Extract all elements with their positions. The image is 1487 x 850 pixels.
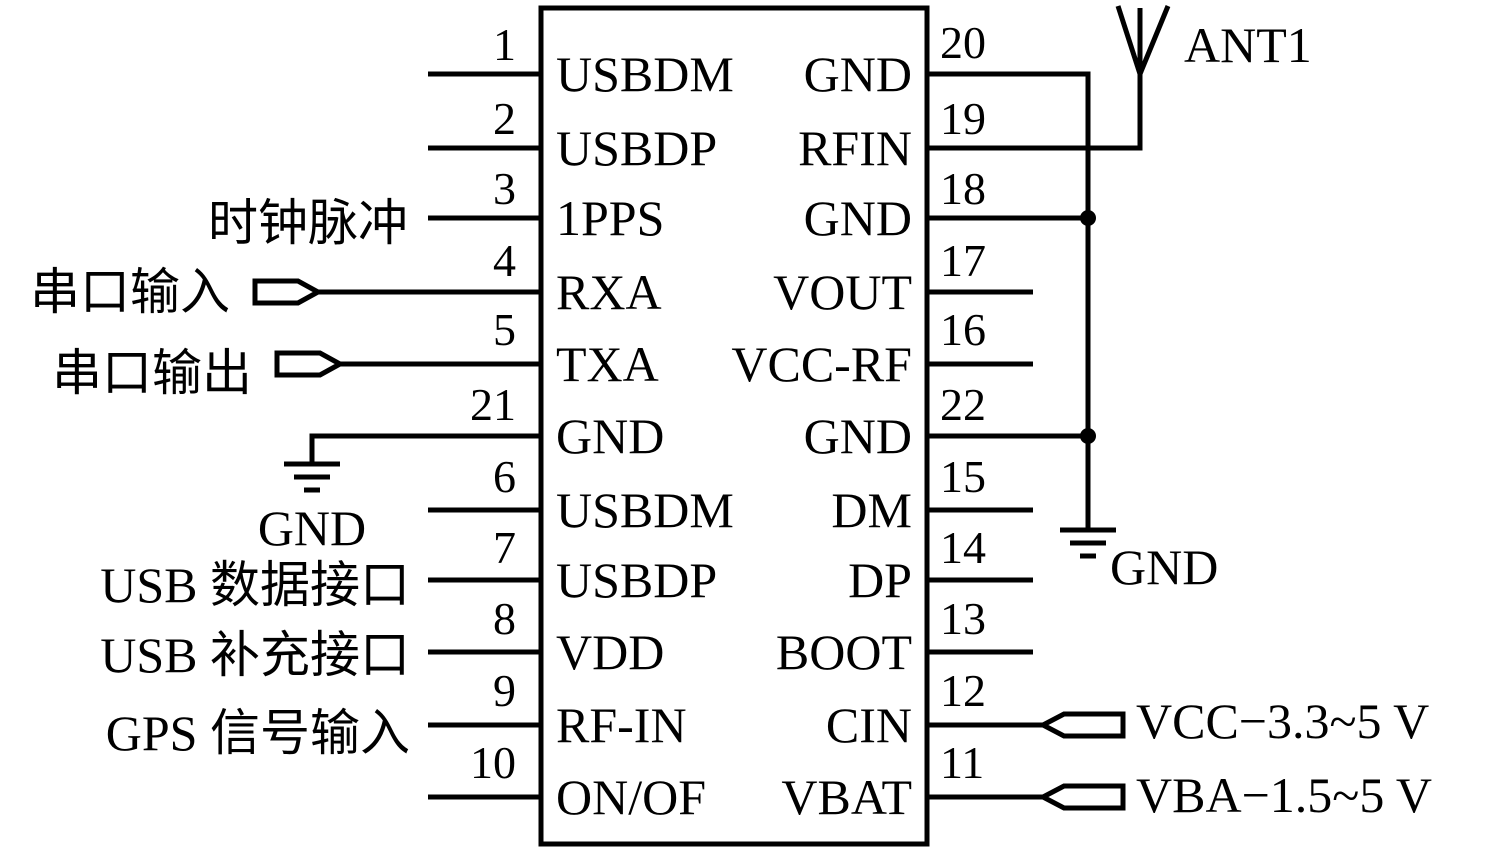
pin-number: 1	[493, 19, 516, 70]
vba-label: VBA−1.5~5 V	[1136, 767, 1432, 823]
pin-number: 2	[493, 93, 516, 144]
pin-number: 7	[493, 522, 516, 573]
serial-out-label: 串口输出	[52, 345, 252, 401]
pin-name: USBDM	[556, 46, 734, 102]
left-signal-labels: 时钟脉冲 串口输入 串口输出 GND USB 数据接口 USB 补充接口 GPS…	[30, 195, 410, 761]
left-pin-names: USBDM USBDP 1PPS RXA TXA GND USBDM USBDP…	[556, 46, 734, 825]
clock-pulse-label: 时钟脉冲	[208, 195, 408, 251]
pin-name: GND	[804, 46, 912, 102]
pin-name: VBAT	[781, 769, 912, 825]
usb-data-label: USB 数据接口	[100, 557, 410, 613]
pin-number: 15	[940, 451, 986, 502]
pin-number: 5	[493, 304, 516, 355]
antenna-icon	[1115, 5, 1171, 75]
pin-number: 19	[940, 93, 986, 144]
pin-number: 21	[470, 379, 516, 430]
pin-line-19	[927, 8, 1143, 151]
left-pins	[309, 71, 541, 800]
pin-name: DP	[848, 552, 912, 608]
antenna-label: ANT1	[1184, 17, 1312, 73]
pin-name: VCC-RF	[731, 336, 912, 392]
pin-name: USBDP	[556, 552, 717, 608]
serial-out-port-symbol	[274, 350, 346, 378]
pin-number: 8	[493, 593, 516, 644]
junction-dot-18	[1080, 210, 1096, 226]
pin-name: GND	[556, 408, 664, 464]
vba-port-symbol	[1037, 783, 1126, 811]
pin-name: RF-IN	[556, 697, 687, 753]
pin-name: USBDM	[556, 482, 734, 538]
chip-body	[538, 5, 930, 847]
pin-name: ON/OF	[556, 769, 706, 825]
pin-number: 14	[940, 522, 986, 573]
pin-number: 22	[940, 379, 986, 430]
ground-symbol-left	[284, 461, 340, 493]
pin-number: 6	[493, 451, 516, 502]
pin-name: TXA	[556, 336, 659, 392]
pin-name: DM	[831, 482, 912, 538]
pin-name: VDD	[556, 624, 664, 680]
pin-number: 16	[940, 304, 986, 355]
usb-supp-label: USB 补充接口	[100, 627, 410, 683]
junction-dot-22	[1080, 428, 1096, 444]
pin-number: 20	[940, 17, 986, 68]
pin-name: GND	[804, 190, 912, 246]
serial-in-port-symbol	[252, 278, 324, 306]
right-pin-numbers: 20 19 18 17 16 22 15 14 13 12 11	[940, 17, 986, 788]
gps-in-label: GPS 信号输入	[106, 705, 410, 761]
left-pin-numbers: 1 2 3 4 5 21 6 7 8 9 10	[470, 19, 516, 788]
pin-name: GND	[804, 408, 912, 464]
pin-number: 12	[940, 665, 986, 716]
pin-number: 9	[493, 665, 516, 716]
right-pin-names: GND RFIN GND VOUT VCC-RF GND DM DP BOOT …	[731, 46, 912, 825]
pin-number: 17	[940, 235, 986, 286]
pin-name: CIN	[826, 697, 912, 753]
pin-number: 10	[470, 737, 516, 788]
pin-name: BOOT	[776, 624, 912, 680]
right-signal-labels: ANT1 GND VCC−3.3~5 V VBA−1.5~5 V	[1110, 17, 1432, 823]
right-pins	[927, 8, 1143, 800]
serial-in-label: 串口输入	[30, 264, 230, 320]
vcc-label: VCC−3.3~5 V	[1136, 693, 1429, 749]
gnd-left-label: GND	[258, 500, 366, 556]
ground-symbol-right	[1060, 527, 1116, 559]
pin-name: RXA	[556, 264, 662, 320]
pin-number: 4	[493, 235, 516, 286]
pin-name: VOUT	[773, 264, 912, 320]
pin-number: 13	[940, 593, 986, 644]
pin-name: USBDP	[556, 120, 717, 176]
pin-line-21	[309, 433, 541, 464]
vcc-port-symbol	[1037, 711, 1126, 739]
gnd-right-label: GND	[1110, 539, 1218, 595]
pin-name: 1PPS	[556, 190, 664, 246]
pin-name: RFIN	[798, 120, 912, 176]
pin-number: 18	[940, 163, 986, 214]
gnd-rail	[927, 71, 1091, 530]
pin-number: 3	[493, 163, 516, 214]
pin-number: 11	[940, 737, 984, 788]
